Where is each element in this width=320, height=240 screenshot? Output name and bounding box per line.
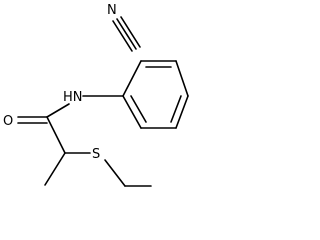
- molecule-structure: N HN O S: [3, 3, 189, 187]
- carbonyl-alpha-bond: [46, 116, 66, 154]
- sulfur-label: S: [92, 147, 100, 162]
- nitrile-nitrogen-label: N: [107, 3, 117, 18]
- carbonyl-oxygen-label: O: [3, 114, 13, 129]
- amide-nh-label: HN: [63, 90, 83, 105]
- sulfur-ethyl-bond: [104, 159, 126, 187]
- nh-carbonyl-bond: [46, 103, 70, 118]
- nitrile-triple-bond: [112, 16, 141, 52]
- alpha-methyl-bond: [44, 152, 66, 186]
- benzene-ring: [122, 60, 189, 129]
- carbonyl-double-bond: [17, 116, 48, 124]
